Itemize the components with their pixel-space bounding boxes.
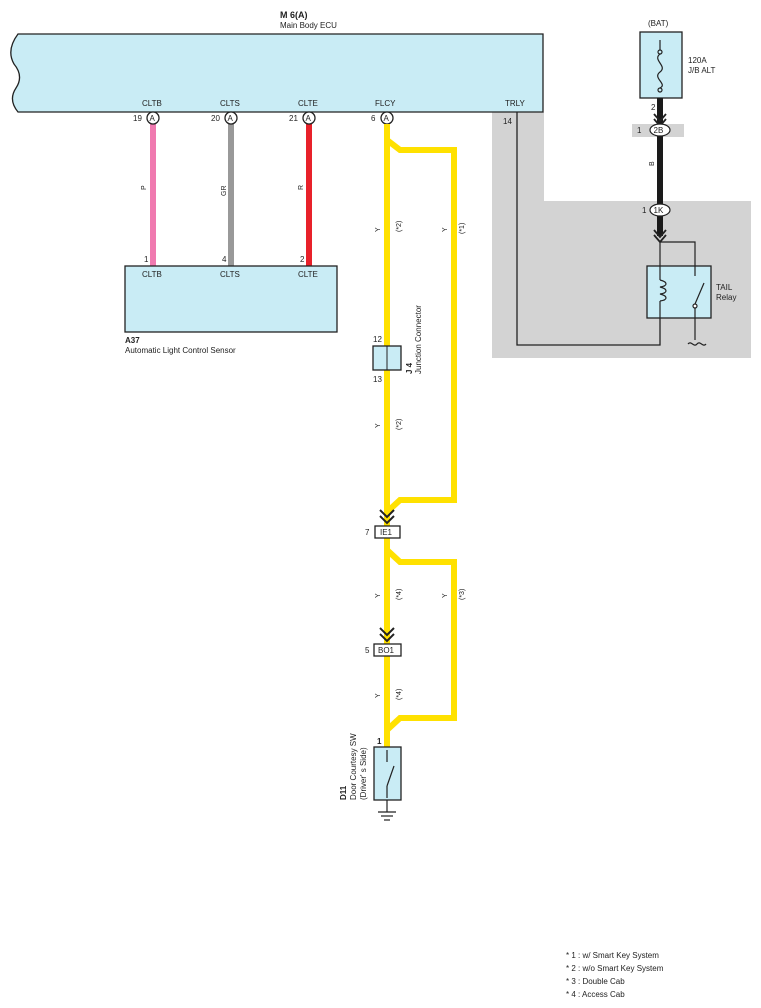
ecu-pin-num-20: 20: [211, 114, 220, 123]
connector-1k-oval: [649, 203, 671, 217]
relay-coil-icon: [659, 266, 667, 318]
sensor-pin-num-4: 4: [222, 255, 227, 264]
wire-yellow-loop-3: [384, 547, 457, 733]
wire-label-r: R: [298, 185, 305, 190]
ecu-conn-a-3: A: [306, 114, 312, 123]
sensor-id: A37: [125, 336, 140, 345]
switch-icon: [386, 750, 395, 798]
relay-box: [646, 265, 712, 319]
ecu-pin-num-14: 14: [503, 117, 512, 126]
connector-2b-pin: 1: [637, 126, 642, 135]
fuse-rating: 120A: [688, 56, 707, 65]
connector-2b-oval: [649, 123, 671, 137]
battery-label: (BAT): [648, 19, 669, 28]
junction-id: J 4: [405, 362, 414, 374]
connector-ie1-label: IE1: [380, 528, 393, 537]
sensor-name: Automatic Light Control Sensor: [125, 346, 236, 355]
junction-pin-13: 13: [373, 375, 382, 384]
sensor-pin-num-1: 1: [144, 255, 149, 264]
bo1-chevron-icon: [379, 627, 395, 643]
wire-label-y-e: Y: [442, 593, 449, 598]
wire-trly: [516, 112, 661, 346]
wire-label-gr: GR: [221, 186, 228, 197]
connector-2b-label: 2B: [654, 126, 664, 135]
fuse-name: J/B ALT: [688, 66, 716, 75]
wire-yellow-loop-1: [384, 137, 457, 515]
wire-label-b: B: [649, 161, 656, 166]
sensor-pin-num-2: 2: [300, 255, 305, 264]
note-3: (*3): [459, 589, 466, 600]
junction-pin-12: 12: [373, 335, 382, 344]
wire-label-y-d: Y: [375, 593, 382, 598]
ecu-pin-name-flcy: FLCY: [375, 99, 396, 108]
fuse-icon: [657, 40, 663, 93]
ecu-conn-a-4: A: [384, 114, 390, 123]
connector-ie1-pin: 7: [365, 528, 370, 537]
door-sw-side: (Driver' s Side): [359, 747, 368, 800]
connector-bo1-pin: 5: [365, 646, 370, 655]
note-2-b: (*2): [396, 419, 403, 430]
connector-ie1-box: [374, 525, 401, 539]
junction-name: Junction Connector: [414, 305, 423, 374]
wire-label-y-f: Y: [375, 693, 382, 698]
note-4-a: (*4): [396, 589, 403, 600]
relay-name: TAIL: [716, 283, 733, 292]
legend-line-2: * 2 : w/o Smart Key System: [566, 964, 664, 973]
connector-1k-pin: 1: [642, 206, 647, 215]
ecu-conn-a-2: A: [228, 114, 234, 123]
door-sw-id: D11: [339, 785, 348, 800]
legend-line-3: * 3 : Double Cab: [566, 977, 625, 986]
ecu-name: Main Body ECU: [280, 21, 337, 30]
note-2-a: (*2): [396, 221, 403, 232]
legend-line-1: * 1 : w/ Smart Key System: [566, 951, 659, 960]
door-sw-name: Door Courtesy SW: [349, 733, 358, 800]
wire-label-y-c: Y: [375, 423, 382, 428]
ecu-pin-circle-clts: [224, 111, 238, 125]
door-sw-pin: 1: [377, 737, 382, 746]
ecu-pin-name-trly: TRLY: [505, 99, 526, 108]
ecu-conn-a-1: A: [150, 114, 156, 123]
ground-icon: [378, 800, 396, 821]
sensor-pin-name-clte: CLTE: [298, 270, 318, 279]
ecu-pin-circle-clte: [302, 111, 316, 125]
connector-bo1-label: BO1: [378, 646, 395, 655]
relay-area-shade: [492, 112, 751, 358]
ecu-box: [10, 33, 544, 113]
relay-switch-icon: [687, 266, 707, 346]
ie1-chevron-icon: [379, 509, 395, 525]
ecu-pin-num-6: 6: [371, 114, 376, 123]
sensor-pin-name-clts: CLTS: [220, 270, 240, 279]
fuse-pin: 2: [651, 103, 656, 112]
connector-bo1-box: [373, 643, 402, 657]
wire-label-y-a: Y: [375, 227, 382, 232]
ecu-pin-name-cltb: CLTB: [142, 99, 162, 108]
ecu-pin-circle-cltb: [146, 111, 160, 125]
connector-1k-label: 1K: [654, 206, 664, 215]
ecu-pin-name-clte: CLTE: [298, 99, 318, 108]
relay-sub: Relay: [716, 293, 736, 302]
note-4-b: (*4): [396, 689, 403, 700]
legend-line-4: * 4 : Access Cab: [566, 990, 625, 999]
ecu-pin-num-19: 19: [133, 114, 142, 123]
sensor-pin-name-cltb: CLTB: [142, 270, 162, 279]
relay-feed-wire: [660, 241, 696, 266]
ecu-pin-num-21: 21: [289, 114, 298, 123]
wire-label-y-b: Y: [442, 227, 449, 232]
note-1: (*1): [459, 223, 466, 234]
wire-label-p: P: [141, 185, 148, 190]
ecu-pin-name-clts: CLTS: [220, 99, 240, 108]
sensor-box: [124, 265, 338, 333]
ecu-id: M 6(A): [280, 10, 308, 20]
